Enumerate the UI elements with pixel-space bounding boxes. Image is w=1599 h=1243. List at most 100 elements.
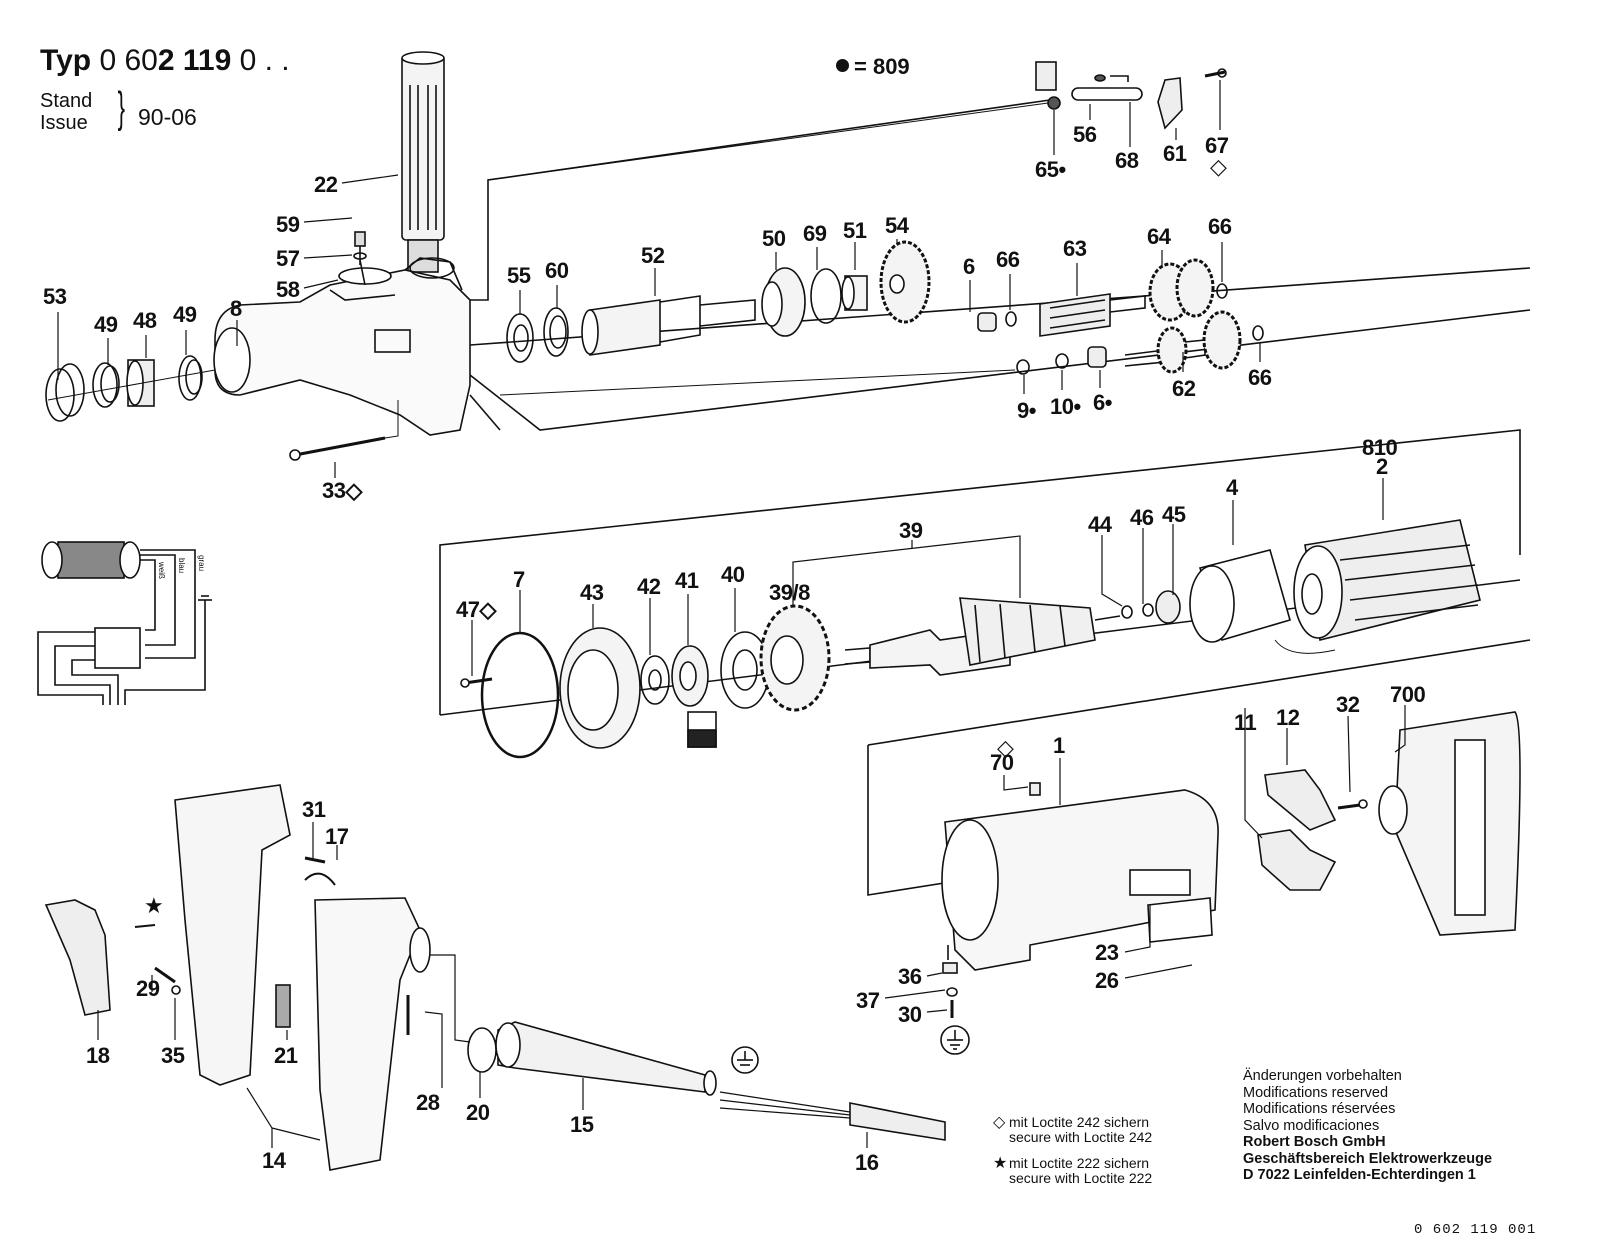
part-label: 6•: [1093, 390, 1112, 415]
part-label: 28: [416, 1090, 440, 1115]
loctite-242-de: mit Loctite 242 sichern: [1009, 1114, 1150, 1130]
part-label: 49: [94, 312, 118, 337]
part-label: 31: [302, 797, 326, 822]
part-label: 56: [1073, 122, 1097, 147]
part-label: 6: [963, 254, 975, 279]
part-label: 49: [173, 302, 197, 327]
part-label: 69: [803, 221, 827, 246]
part-label: 1: [1053, 733, 1065, 758]
part-1-motor-housing: [940, 782, 1219, 1055]
part-label: 62: [1172, 376, 1196, 401]
issue-value: 90-06: [138, 104, 197, 130]
part-label: 54: [885, 213, 909, 238]
part-label: 59: [276, 212, 300, 237]
part-label: 39/8: [769, 580, 810, 605]
part-label: 8: [230, 296, 242, 321]
part-label: 40: [721, 562, 745, 587]
part-label: 70: [990, 750, 1014, 775]
part-label: 46: [1130, 505, 1154, 530]
part-label: 700: [1390, 682, 1426, 707]
part-label: 51: [843, 218, 867, 243]
part-label: 43: [580, 580, 604, 605]
part-label: 22: [314, 172, 338, 197]
part-label: 48: [133, 308, 157, 333]
loctite-222-en: secure with Loctite 222: [1009, 1170, 1153, 1186]
loctite-242-mark-icon: ◇: [997, 735, 1014, 760]
footer-notice: Änderungen vorbehalten Modifications res…: [1243, 1068, 1492, 1184]
screw-33: [289, 400, 399, 461]
part-label: 52: [641, 243, 665, 268]
part-label: 11: [1234, 710, 1257, 735]
part-label: 21: [274, 1043, 298, 1068]
part-label: 33◇: [322, 478, 362, 503]
part-label: 61: [1163, 141, 1187, 166]
document-number: 0 602 119 001: [1414, 1222, 1537, 1238]
part-label: 36: [898, 964, 922, 989]
lock-parts: [487, 61, 1227, 181]
stand-issue-labels: Stand Issue: [40, 90, 92, 134]
parts-59-57-58: [338, 231, 392, 286]
notice-fr: Modifications réservées: [1243, 1101, 1396, 1117]
part-label: 45: [1162, 502, 1186, 527]
part-label: 35: [161, 1043, 185, 1068]
notice-es: Salvo modificaciones: [1243, 1117, 1380, 1134]
dot-legend-text: = 809: [854, 54, 910, 79]
notice-en: Modifications reserved: [1243, 1084, 1389, 1101]
part-label: 65•: [1035, 157, 1066, 182]
part-label: 60: [545, 258, 569, 283]
wire-label-grey: grau: [197, 555, 206, 572]
part-label: 37: [856, 988, 880, 1013]
part-label: 17: [325, 824, 349, 849]
part-label: 29: [136, 976, 160, 1001]
notice-de: Änderungen vorbehalten: [1243, 1068, 1402, 1084]
part-label: 53: [43, 284, 67, 309]
wire-label-blue: blau: [177, 558, 186, 574]
part-label: 14: [262, 1148, 286, 1173]
typ-number-prefix: 0 60: [99, 44, 158, 77]
dot-legend: = 809: [836, 54, 910, 80]
motor-parts: [460, 519, 1481, 759]
typ-number-bold: 2 119: [157, 44, 232, 77]
loctite-222-de: mit Loctite 222 sichern: [1009, 1155, 1150, 1171]
part-label: 23: [1095, 940, 1119, 965]
wiring-schematic: [37, 541, 212, 705]
part-label: 12: [1276, 705, 1300, 730]
part-22-tube: [401, 51, 445, 300]
part-label: 9•: [1017, 398, 1036, 423]
part-label: 18: [86, 1043, 110, 1068]
part-label: 20: [466, 1100, 490, 1125]
brace-symbol: }: [117, 83, 126, 132]
stand-label: Stand: [40, 90, 93, 112]
loctite-222-legend: ★mit Loctite 222 sichern secure with Loc…: [993, 1156, 1152, 1186]
part-label: 2: [1376, 454, 1388, 479]
part-label: 39: [899, 518, 923, 543]
drawing-type-title: Typ 0 602 119 0 . .: [40, 44, 290, 78]
wire-label-white: weiß: [157, 562, 166, 579]
loctite-242-mark-icon: ◇: [1210, 154, 1227, 179]
part-label: 44: [1088, 512, 1112, 537]
part-label: 47◇: [456, 597, 496, 622]
loctite-222-mark-icon: ★: [144, 893, 164, 918]
loctite-242-legend: ◇mit Loctite 242 sichern secure with Loc…: [993, 1115, 1152, 1145]
handle-parts: [44, 784, 946, 1171]
part-label: 67: [1205, 133, 1229, 158]
leader-lines: [57, 80, 1406, 1148]
loctite-242-en: secure with Loctite 242: [1009, 1129, 1153, 1145]
part-label: 58: [276, 277, 300, 302]
part-label: 26: [1095, 968, 1119, 993]
part-label: 7: [513, 567, 525, 592]
part-label: 10•: [1050, 394, 1081, 419]
company-address: D 7022 Leinfelden-Echterdingen 1: [1243, 1167, 1476, 1183]
company-division: Geschäftsbereich Elektrowerkzeuge: [1243, 1150, 1493, 1167]
part-label: 41: [675, 568, 699, 593]
part-label: 42: [637, 574, 661, 599]
bullet-dot-icon: [836, 59, 849, 72]
part-label: 4: [1226, 475, 1238, 500]
part-label: 57: [276, 246, 300, 271]
part-label: 66: [996, 247, 1020, 272]
part-label: 66: [1248, 365, 1272, 390]
issue-label: Issue: [40, 112, 88, 134]
part-label: 810: [1362, 435, 1398, 460]
part-label: 50: [762, 226, 786, 251]
